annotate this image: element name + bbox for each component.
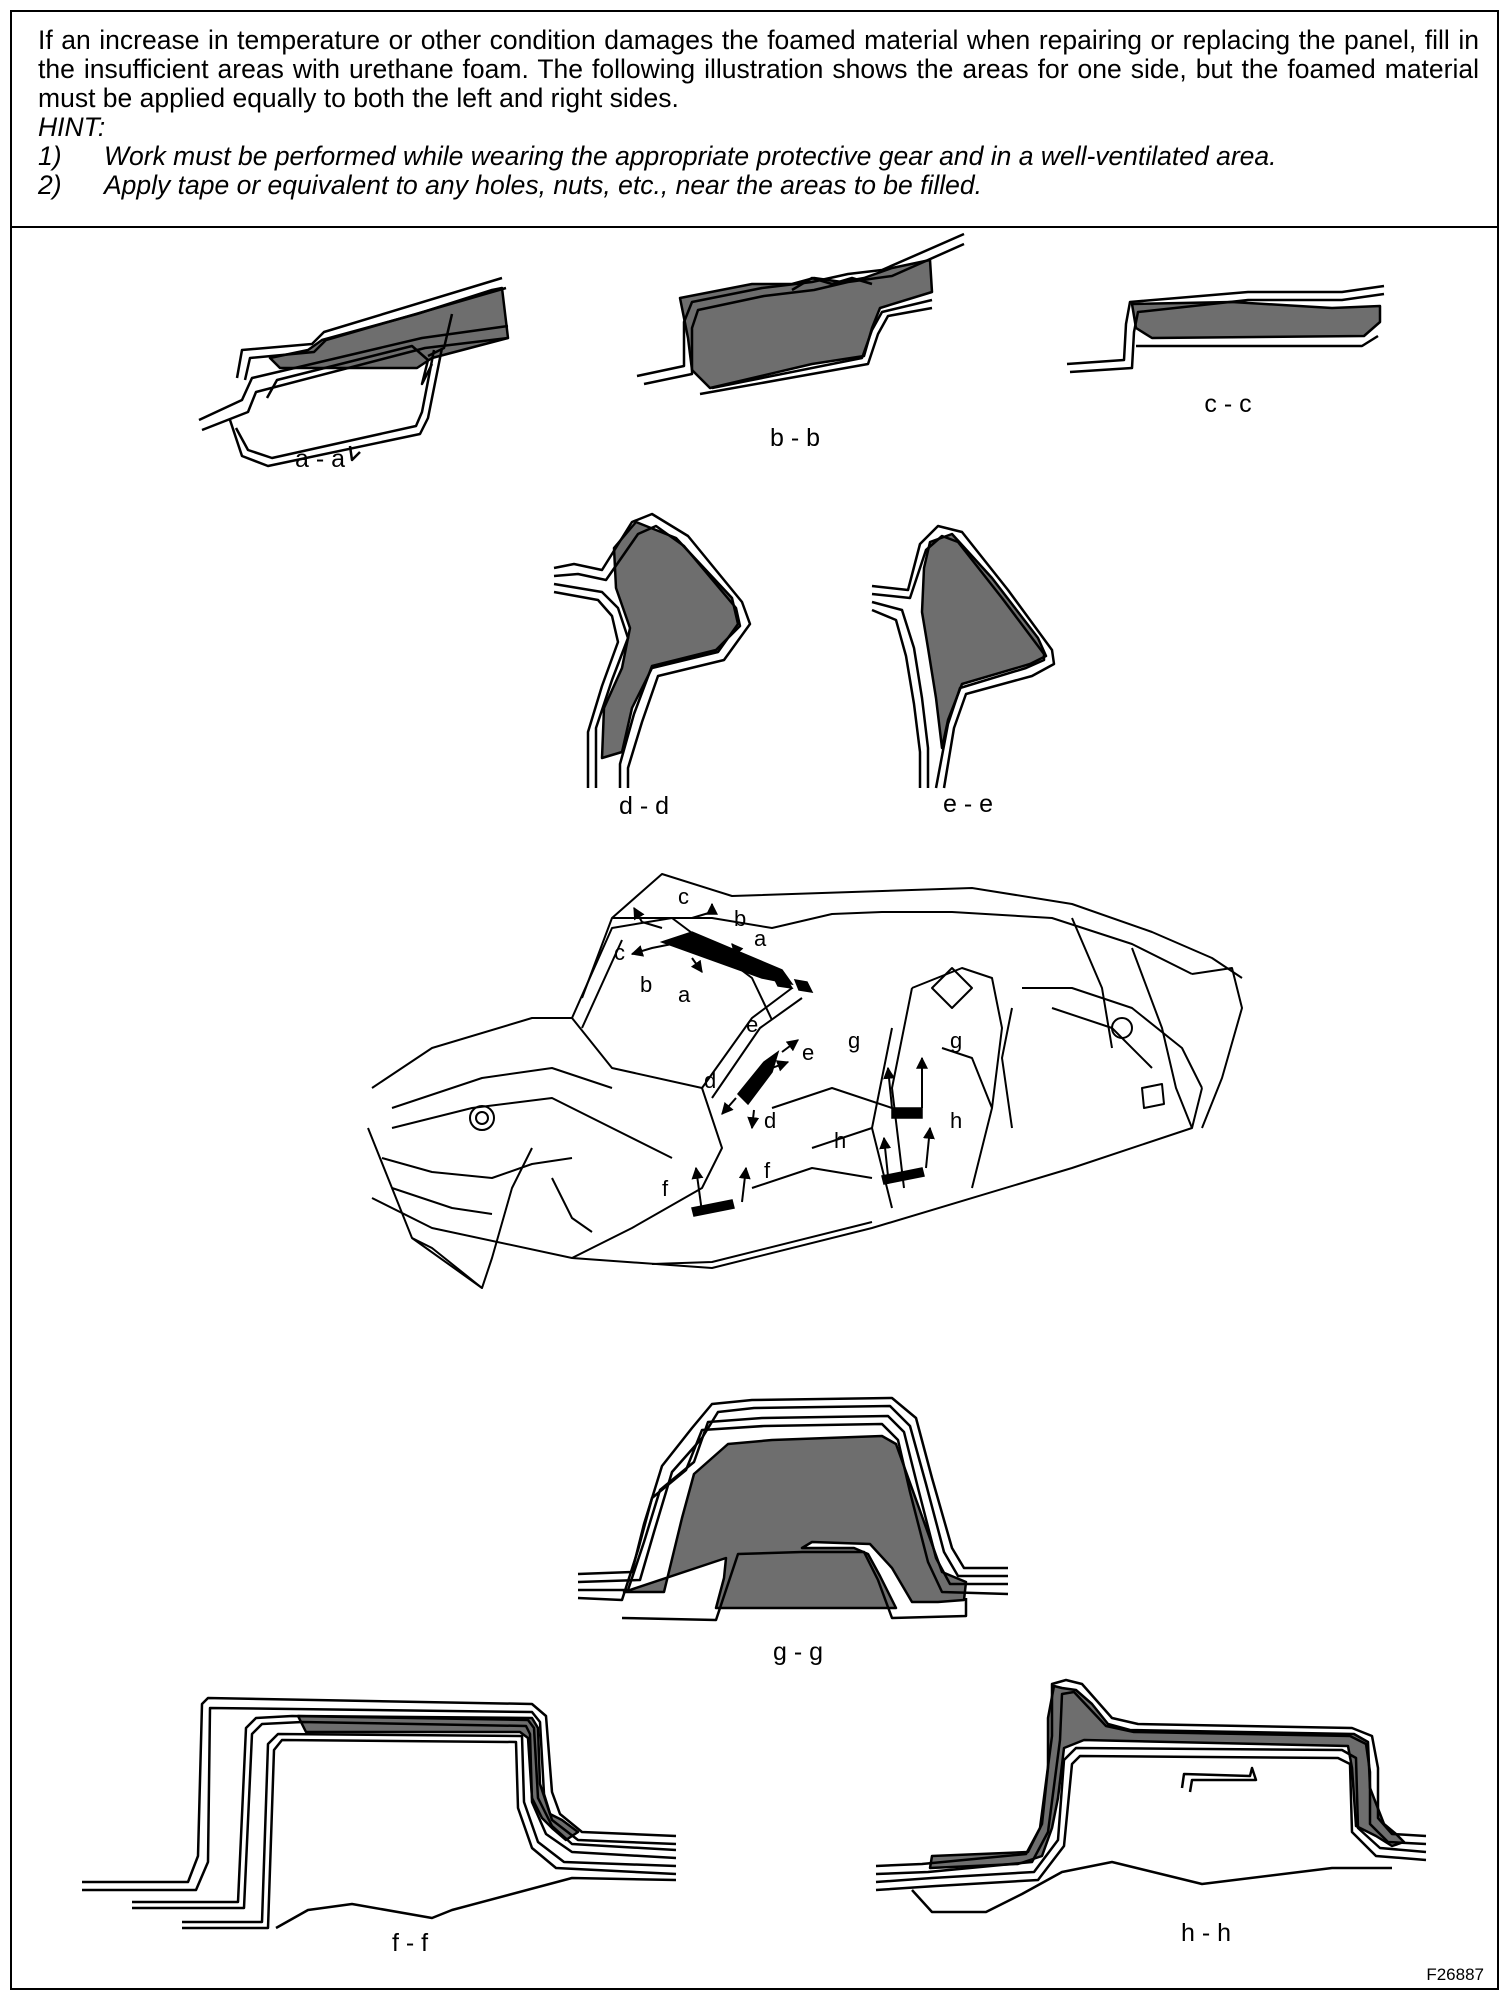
section-e-e <box>871 524 1056 789</box>
rocker-rear-foam-marker <box>881 1167 925 1185</box>
callout-g-left: g <box>848 1028 860 1053</box>
hint-1-number: 1) <box>38 141 62 171</box>
callout-d-bottom: d <box>764 1108 776 1133</box>
callout-b-top: b <box>734 906 746 931</box>
rocker-front-foam-marker <box>691 1199 735 1217</box>
callout-f-right: f <box>764 1158 771 1183</box>
figure-code: F26887 <box>1426 1965 1484 1984</box>
vehicle-callout-letters: c c b b a a e e d d f f g g h h <box>614 884 962 1201</box>
callout-h-right: h <box>950 1108 962 1133</box>
illustration-svg: a - a b - b c - c <box>82 232 1484 1984</box>
section-c-c-label: c - c <box>1204 390 1251 418</box>
section-g-g-foam <box>622 1434 968 1610</box>
b-pillar-foam-marker <box>891 1107 923 1119</box>
section-e-e-foam <box>920 532 1048 750</box>
callout-e-top: e <box>746 1012 758 1037</box>
instructions-paragraph: If an increase in temperature or other c… <box>38 25 1479 113</box>
section-b-b-label: b - b <box>770 424 820 452</box>
section-f-f <box>82 1696 677 1930</box>
section-c-c <box>1066 284 1385 374</box>
callout-g-right: g <box>950 1028 962 1053</box>
section-g-g-label: g - g <box>773 1638 823 1666</box>
callout-f-left: f <box>662 1176 669 1201</box>
hint-1-text: Work must be performed while wearing the… <box>104 141 1277 171</box>
a-pillar-foam-marker <box>736 1050 780 1106</box>
section-d-d <box>553 512 752 788</box>
section-g-g <box>577 1396 1009 1622</box>
callout-b-left: b <box>640 972 652 997</box>
section-h-h-label: h - h <box>1181 1919 1231 1947</box>
document-frame: If an increase in temperature or other c… <box>10 10 1499 1990</box>
vehicle-rear-quarter <box>1191 967 1243 1129</box>
vehicle-a-pillar <box>701 987 793 1089</box>
callout-a-right: a <box>754 926 767 951</box>
section-a-a <box>198 276 510 468</box>
vehicle-hood <box>371 1017 723 1259</box>
hint-2: 2) Apply tape or equivalent to any holes… <box>38 171 1479 200</box>
section-h-h-foam <box>928 1684 1406 1870</box>
callout-h-left: h <box>834 1128 846 1153</box>
section-a-a-foam <box>268 286 510 370</box>
vehicle-foam-locations <box>659 931 925 1217</box>
section-d-d-label: d - d <box>619 792 669 820</box>
section-f-f-label: f - f <box>392 1929 428 1957</box>
section-a-a-label: a - a <box>295 445 345 473</box>
instructions-block: If an increase in temperature or other c… <box>12 12 1497 228</box>
callout-d-left: d <box>704 1068 716 1093</box>
hint-2-text: Apply tape or equivalent to any holes, n… <box>104 170 982 200</box>
vehicle-roof-outline <box>581 873 1243 999</box>
section-callout-arrows <box>630 902 935 1213</box>
roof-rail-foam-marker <box>659 931 794 986</box>
section-e-e-label: e - e <box>943 790 993 818</box>
callout-c-top: c <box>678 884 689 909</box>
hint-2-number: 2) <box>38 170 62 200</box>
vehicle-c-pillar <box>1022 987 1203 1089</box>
vehicle-windshield-frame <box>571 917 773 1021</box>
section-c-c-foam <box>1130 300 1382 340</box>
hint-title: HINT: <box>38 112 106 142</box>
vehicle-body <box>367 873 1243 1289</box>
callout-e-right: e <box>802 1040 814 1065</box>
section-b-b <box>636 232 965 396</box>
callout-a-left: a <box>678 982 691 1007</box>
vehicle-rocker <box>371 1087 1203 1269</box>
section-h-h <box>875 1678 1427 1914</box>
callout-c-left: c <box>614 940 625 965</box>
foam-area-illustration: a - a b - b c - c <box>12 228 1497 1990</box>
hint-1: 1) Work must be performed while wearing … <box>38 142 1479 171</box>
